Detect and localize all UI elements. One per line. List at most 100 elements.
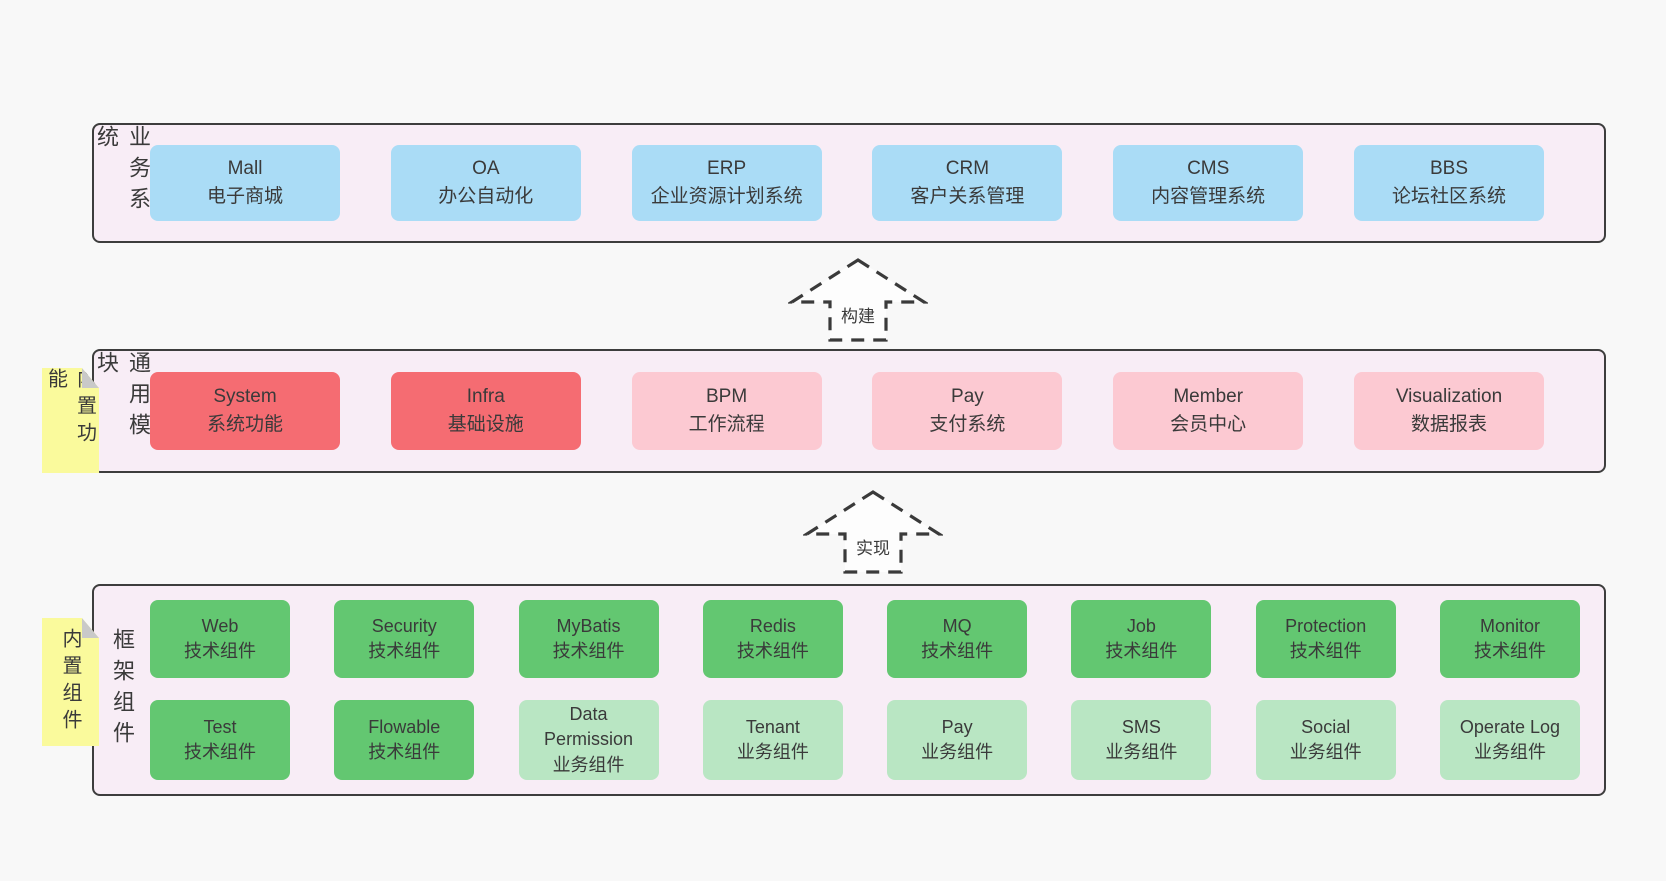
box-title: OA <box>472 158 500 180</box>
box-redis: Redis 技术组件 <box>702 600 843 679</box>
box-subtitle: 技术组件 <box>184 641 256 662</box>
box-title: Social <box>1301 716 1351 737</box>
box-title: CMS <box>1187 158 1230 180</box>
box-visualization: Visualization 数据报表 <box>1353 372 1544 450</box>
box-subtitle: 技术组件 <box>736 641 809 662</box>
box-protection: Protection 技术组件 <box>1255 600 1396 679</box>
box-subtitle: 工作流程 <box>688 414 765 435</box>
modules-boxes-row: System 系统功能 Infra 基础设施 BPM 工作流程 Pay 支付系统… <box>150 351 1604 471</box>
box-title: Tenant <box>745 716 800 737</box>
box-subtitle: 论坛社区系统 <box>1391 186 1506 207</box>
box-erp: ERP 企业资源计划系统 <box>631 145 822 221</box>
box-title: MyBatis <box>556 616 621 637</box>
band-common-modules: 通用模块 System 系统功能 Infra 基础设施 BPM 工作流程 Pay… <box>92 349 1606 473</box>
box-title: Mall <box>227 158 263 180</box>
box-subtitle: 业务组件 <box>1105 742 1178 762</box>
framework-row-1: Web 技术组件 Security 技术组件 MyBatis 技术组件 Redi… <box>150 600 1580 679</box>
business-boxes-row: Mall 电子商城 OA 办公自动化 ERP 企业资源计划系统 CRM 客户关系… <box>150 125 1604 241</box>
box-title: Web <box>201 616 239 637</box>
box-monitor: Monitor 技术组件 <box>1439 600 1580 679</box>
box-subtitle: 业务组件 <box>552 754 625 775</box>
box-subtitle: 系统功能 <box>206 414 283 435</box>
box-pay-component: Pay 业务组件 <box>887 700 1028 780</box>
box-subtitle: 技术组件 <box>552 641 625 662</box>
box-subtitle: 业务组件 <box>736 742 809 762</box>
box-test: Test 技术组件 <box>150 700 290 780</box>
box-sms: SMS 业务组件 <box>1071 700 1212 780</box>
box-subtitle: 企业资源计划系统 <box>650 186 803 207</box>
box-subtitle: 技术组件 <box>184 742 256 762</box>
box-cms: CMS 内容管理系统 <box>1113 145 1304 221</box>
box-mall: Mall 电子商城 <box>150 145 340 221</box>
band-label-business-systems: 业务系统 <box>94 125 151 218</box>
box-tenant: Tenant 业务组件 <box>702 700 843 780</box>
box-title: Job <box>1126 616 1156 637</box>
box-subtitle: 技术组件 <box>368 742 441 762</box>
box-title: Protection <box>1285 616 1367 637</box>
band-label-common-modules: 通用模块 <box>94 351 151 444</box>
box-title: BPM <box>706 386 748 408</box>
box-subtitle: 技术组件 <box>1473 641 1546 662</box>
band-framework-components: 框架组件 Web 技术组件 Security 技术组件 MyBatis 技术组件… <box>92 584 1606 796</box>
box-subtitle: 技术组件 <box>1105 641 1178 662</box>
sticky-label: 内置功能 <box>44 368 96 449</box>
box-subtitle: 支付系统 <box>929 414 1006 435</box>
box-crm: CRM 客户关系管理 <box>872 145 1063 221</box>
arrow-build-label: 构建 <box>841 307 875 326</box>
box-member: Member 会员中心 <box>1113 372 1304 450</box>
box-title: Pay <box>951 386 984 408</box>
box-title: Infra <box>466 386 505 408</box>
box-subtitle: 电子商城 <box>206 186 283 207</box>
box-subtitle: 技术组件 <box>921 641 994 662</box>
box-operate-log: Operate Log 业务组件 <box>1439 700 1580 780</box>
arrow-build: 构建 <box>788 256 928 344</box>
box-bpm: BPM 工作流程 <box>631 372 822 450</box>
framework-row-2: Test 技术组件 Flowable 技术组件 Data Permission … <box>150 700 1580 780</box>
box-social: Social 业务组件 <box>1255 700 1396 780</box>
band-business-systems: 业务系统 Mall 电子商城 OA 办公自动化 ERP 企业资源计划系统 CRM… <box>92 123 1606 243</box>
box-pay-module: Pay 支付系统 <box>872 372 1063 450</box>
box-mybatis: MyBatis 技术组件 <box>518 600 659 679</box>
box-title: Visualization <box>1395 386 1503 408</box>
box-system: System 系统功能 <box>150 372 340 450</box>
box-infra: Infra 基础设施 <box>390 372 581 450</box>
box-subtitle: 业务组件 <box>921 742 994 762</box>
box-mq: MQ 技术组件 <box>887 600 1028 679</box>
up-arrow-icon <box>788 258 928 342</box>
box-subtitle: 客户关系管理 <box>910 186 1025 207</box>
up-arrow-icon <box>803 490 943 574</box>
box-title: Monitor <box>1479 616 1540 637</box>
box-oa: OA 办公自动化 <box>390 145 581 221</box>
box-subtitle: 业务组件 <box>1289 742 1362 762</box>
box-title: MQ <box>942 616 972 637</box>
box-subtitle: 基础设施 <box>447 414 524 435</box>
box-title: Pay <box>941 716 973 737</box>
box-subtitle: 业务组件 <box>1473 742 1546 762</box>
box-data-permission: Data Permission 业务组件 <box>518 700 659 780</box>
box-title: Member <box>1173 386 1244 408</box>
box-subtitle: 内容管理系统 <box>1151 186 1266 207</box>
band-label-framework-components: 框架组件 <box>110 628 135 752</box>
arrow-implement-label: 实现 <box>856 539 890 558</box>
box-title: Test <box>203 716 237 737</box>
box-subtitle: 会员中心 <box>1170 414 1247 435</box>
box-title: ERP <box>707 158 747 180</box>
box-title: BBS <box>1429 158 1468 180</box>
box-subtitle: 数据报表 <box>1410 414 1487 435</box>
box-job: Job 技术组件 <box>1071 600 1212 679</box>
box-title: System <box>213 386 277 408</box>
box-web: Web 技术组件 <box>150 600 290 679</box>
sticky-note-builtin-features: 内置功能 <box>42 368 99 473</box>
box-title: SMS <box>1121 716 1161 737</box>
box-title: Redis <box>749 616 796 637</box>
box-flowable: Flowable 技术组件 <box>334 700 475 780</box>
sticky-note-builtin-components: 内置组件 <box>42 618 99 746</box>
box-subtitle: 办公自动化 <box>438 186 534 207</box>
box-title: Data Permission <box>544 704 634 750</box>
box-security: Security 技术组件 <box>334 600 475 679</box>
box-bbs: BBS 论坛社区系统 <box>1353 145 1544 221</box>
box-subtitle: 技术组件 <box>1289 641 1362 662</box>
box-title: Security <box>371 616 437 637</box>
framework-rows: Web 技术组件 Security 技术组件 MyBatis 技术组件 Redi… <box>150 586 1604 794</box>
